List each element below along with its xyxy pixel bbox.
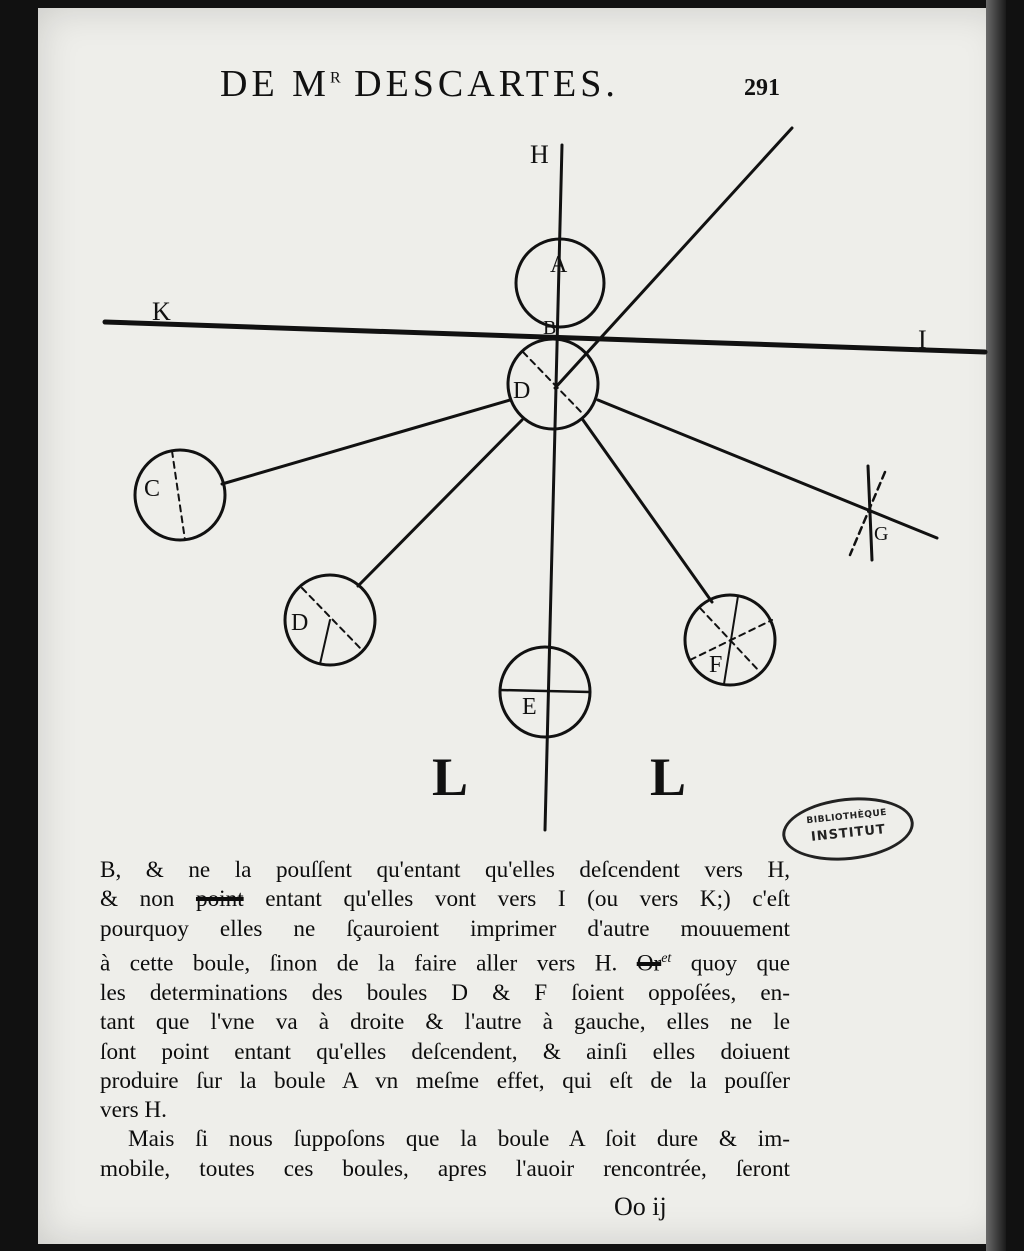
text-line: Mais ſi nous ſuppoſons que la boule A ſo… xyxy=(128,1126,790,1153)
text-line: mobile, toutes ces boules, apres l'auoir… xyxy=(100,1155,790,1182)
text-line: B, & ne la pouſſent qu'entant qu'elles d… xyxy=(100,857,790,883)
ray-to-c xyxy=(220,398,512,486)
text-line: tant que l'vne va à droite & l'autre à g… xyxy=(100,1009,790,1036)
label-d-lower: D xyxy=(291,610,308,636)
ball-d-lower xyxy=(283,573,377,667)
ray-to-d-lower xyxy=(356,418,524,588)
text-line: vers H. xyxy=(100,1097,167,1124)
text-line: ſont point entant qu'elles deſcendent, &… xyxy=(100,1038,790,1065)
label-c: C xyxy=(144,476,160,502)
label-l-left: L xyxy=(432,747,468,807)
text-line: pourquoy elles ne ſçauroient imprimer d'… xyxy=(100,915,790,942)
label-h: H xyxy=(530,140,549,169)
ball-f xyxy=(683,593,777,687)
handwritten-insert: et xyxy=(661,950,672,966)
label-k: K xyxy=(152,297,171,326)
book-page xyxy=(38,8,1006,1244)
page-edge xyxy=(986,0,1006,1251)
struck-word: Or xyxy=(636,950,662,977)
label-g: G xyxy=(874,523,888,545)
label-d-central: D xyxy=(513,378,530,404)
struck-word: point xyxy=(195,886,244,913)
text-line: & non point entant qu'elles vont vers I … xyxy=(100,886,790,913)
g-mark-dashed xyxy=(848,470,887,557)
label-i: I xyxy=(918,325,927,354)
g-mark-solid xyxy=(866,464,874,562)
label-l-right: L xyxy=(650,747,686,807)
catchword: Oo ij xyxy=(614,1192,667,1221)
label-e: E xyxy=(522,694,537,720)
ray-to-g xyxy=(596,398,939,540)
vertical-axis-line xyxy=(543,143,564,832)
ball-d-central xyxy=(506,337,600,431)
page-number: 291 xyxy=(744,75,780,101)
label-a: A xyxy=(550,252,568,278)
diagonal-line-upper xyxy=(553,126,794,390)
horizontal-line-ki xyxy=(102,319,988,355)
running-head: DE MR DESCARTES. xyxy=(220,63,619,105)
body-text: B, & ne la pouſſent qu'entant qu'elles d… xyxy=(100,856,790,1184)
ray-to-f xyxy=(581,418,714,604)
label-f: F xyxy=(709,652,722,678)
ball-c xyxy=(133,448,227,542)
text-line: les determinations des boules D & F ſoie… xyxy=(100,979,790,1006)
label-b: B xyxy=(543,317,556,339)
text-line: produire ſur la boule A vn meſme effet, … xyxy=(100,1067,790,1094)
ball-a xyxy=(514,237,606,329)
text-line: à cette boule, ſinon de la faire aller v… xyxy=(100,950,790,977)
